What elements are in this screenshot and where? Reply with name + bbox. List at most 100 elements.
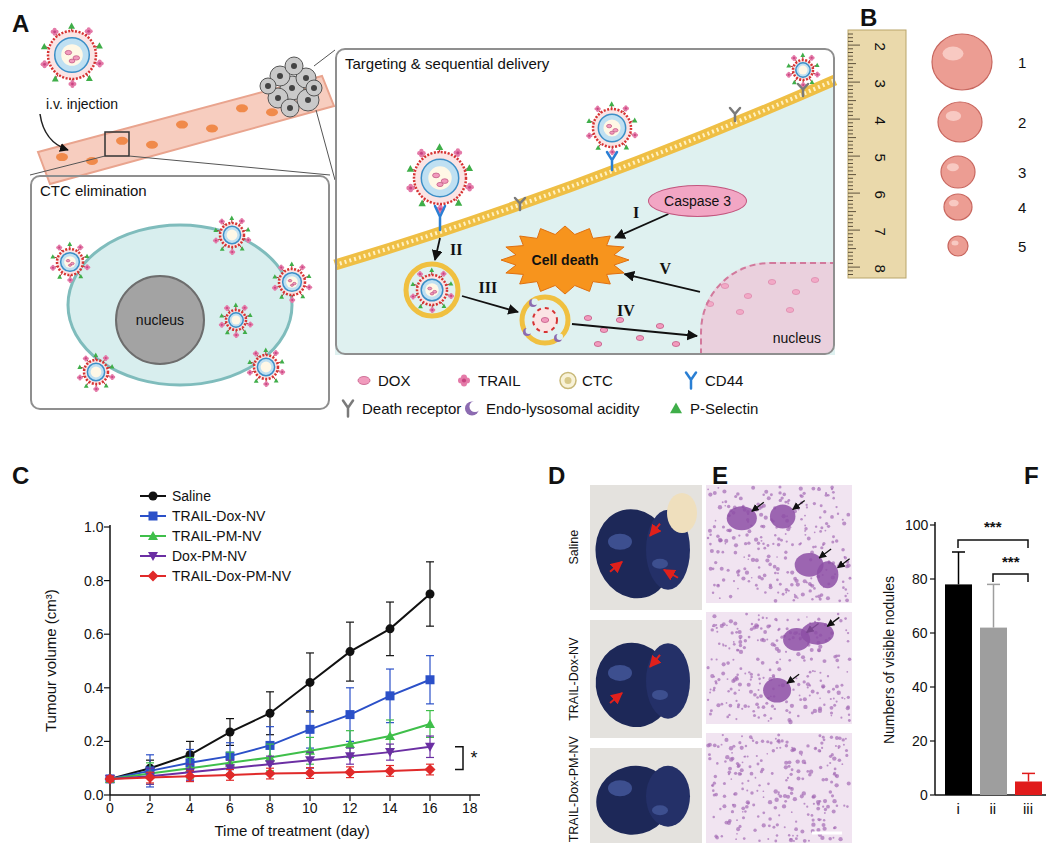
vesicle-core bbox=[603, 119, 620, 136]
tissue-texture bbox=[803, 492, 806, 495]
triangle-mark bbox=[93, 353, 98, 357]
tissue-texture bbox=[733, 692, 736, 695]
tissue-texture bbox=[824, 812, 826, 814]
tissue-texture bbox=[744, 673, 746, 675]
tissue-texture bbox=[804, 527, 807, 530]
tissue-texture bbox=[812, 670, 814, 672]
tissue-texture bbox=[785, 740, 788, 743]
legend-label: Saline bbox=[172, 488, 211, 504]
tissue-texture bbox=[834, 783, 838, 787]
inset-heading: CTC elimination bbox=[40, 182, 147, 200]
category-label: ii bbox=[990, 800, 997, 817]
tissue-texture bbox=[809, 671, 812, 674]
callout-number: 4 bbox=[1018, 199, 1026, 216]
tissue-texture bbox=[795, 821, 797, 823]
tissue-texture bbox=[712, 624, 715, 627]
error-cap bbox=[386, 601, 394, 602]
tissue-texture bbox=[744, 639, 747, 642]
tissue-texture bbox=[823, 827, 827, 831]
tissue-texture bbox=[736, 649, 739, 652]
ruler-tick bbox=[848, 274, 853, 275]
tissue-texture bbox=[832, 756, 836, 760]
tissue-texture bbox=[788, 787, 790, 789]
trail-core bbox=[71, 83, 74, 86]
tissue-texture bbox=[709, 692, 711, 694]
tissue-texture bbox=[793, 599, 795, 601]
callout-number: 3 bbox=[1018, 164, 1026, 181]
ruler-number: 8 bbox=[872, 264, 889, 272]
ruler-number: 4 bbox=[872, 116, 889, 124]
tissue-texture bbox=[736, 827, 740, 831]
tumour-photo bbox=[941, 156, 975, 188]
tissue-texture bbox=[716, 658, 718, 660]
tissue-texture bbox=[723, 782, 726, 785]
tissue-texture bbox=[827, 764, 829, 766]
error-cap bbox=[226, 718, 234, 719]
tissue-texture bbox=[808, 582, 812, 586]
tissue-texture bbox=[790, 749, 794, 753]
triangle-mark bbox=[449, 281, 454, 285]
tissue-texture bbox=[733, 641, 735, 643]
tissue-texture bbox=[818, 734, 821, 737]
tissue-texture bbox=[749, 690, 753, 694]
tissue-texture bbox=[785, 588, 789, 592]
tissue-texture bbox=[837, 613, 839, 615]
tissue-texture bbox=[733, 622, 737, 626]
axis-title: Tumour volume (cm³) bbox=[41, 589, 58, 732]
tissue-texture bbox=[771, 772, 774, 775]
tissue-texture bbox=[795, 837, 798, 840]
tissue-texture bbox=[822, 806, 824, 808]
tissue-texture bbox=[758, 716, 760, 718]
lung-highlight bbox=[608, 534, 632, 550]
tissue-texture bbox=[731, 752, 733, 754]
ruler-number: 7 bbox=[872, 227, 889, 235]
error-cap bbox=[346, 747, 354, 748]
triangle-mark bbox=[246, 227, 251, 231]
lung-highlight bbox=[608, 780, 632, 796]
tissue-texture bbox=[817, 648, 821, 652]
tissue-texture bbox=[822, 736, 825, 739]
ruler-tick bbox=[848, 237, 853, 238]
tissue-texture bbox=[728, 647, 730, 649]
y-tick bbox=[104, 526, 110, 527]
tissue-texture bbox=[789, 773, 792, 776]
triangle-mark bbox=[233, 303, 238, 307]
tissue-texture bbox=[709, 533, 712, 536]
triangle-mark bbox=[624, 145, 629, 150]
dox-molecule bbox=[636, 336, 644, 341]
triangle-mark bbox=[263, 348, 268, 352]
tissue-texture bbox=[707, 699, 709, 701]
triangle-mark bbox=[425, 743, 435, 752]
tissue-texture bbox=[841, 763, 843, 765]
tick-label: 80 bbox=[912, 571, 928, 587]
tissue-texture bbox=[719, 597, 721, 599]
trail-core bbox=[409, 186, 412, 189]
tissue-texture bbox=[708, 529, 712, 533]
tissue-texture bbox=[729, 619, 733, 623]
tissue-texture bbox=[836, 700, 838, 702]
legend-label: Dox-PM-NV bbox=[172, 548, 247, 564]
acidity-mark-cut bbox=[557, 334, 563, 340]
blood-cell bbox=[176, 121, 188, 129]
tick-label: 0.8 bbox=[84, 573, 103, 589]
tissue-texture bbox=[838, 736, 841, 739]
tissue-texture bbox=[788, 760, 792, 764]
tissue-texture bbox=[741, 708, 743, 710]
tissue-texture bbox=[747, 558, 749, 560]
tissue-texture bbox=[712, 614, 716, 618]
tissue-texture bbox=[835, 745, 837, 747]
data-marker bbox=[385, 765, 396, 776]
tissue-texture bbox=[777, 734, 780, 737]
tissue-texture bbox=[770, 493, 773, 496]
group-label: Saline bbox=[567, 530, 581, 565]
tissue-texture bbox=[735, 838, 737, 840]
trail-core bbox=[462, 378, 466, 382]
vesicle-layer bbox=[257, 358, 274, 375]
tissue-texture bbox=[785, 533, 787, 535]
triangle-mark bbox=[86, 75, 93, 81]
error-bar bbox=[993, 584, 995, 627]
triangle-mark bbox=[786, 63, 791, 67]
tissue-texture bbox=[736, 570, 740, 574]
vesicle-core bbox=[286, 276, 298, 288]
ruler-tick bbox=[848, 182, 853, 183]
